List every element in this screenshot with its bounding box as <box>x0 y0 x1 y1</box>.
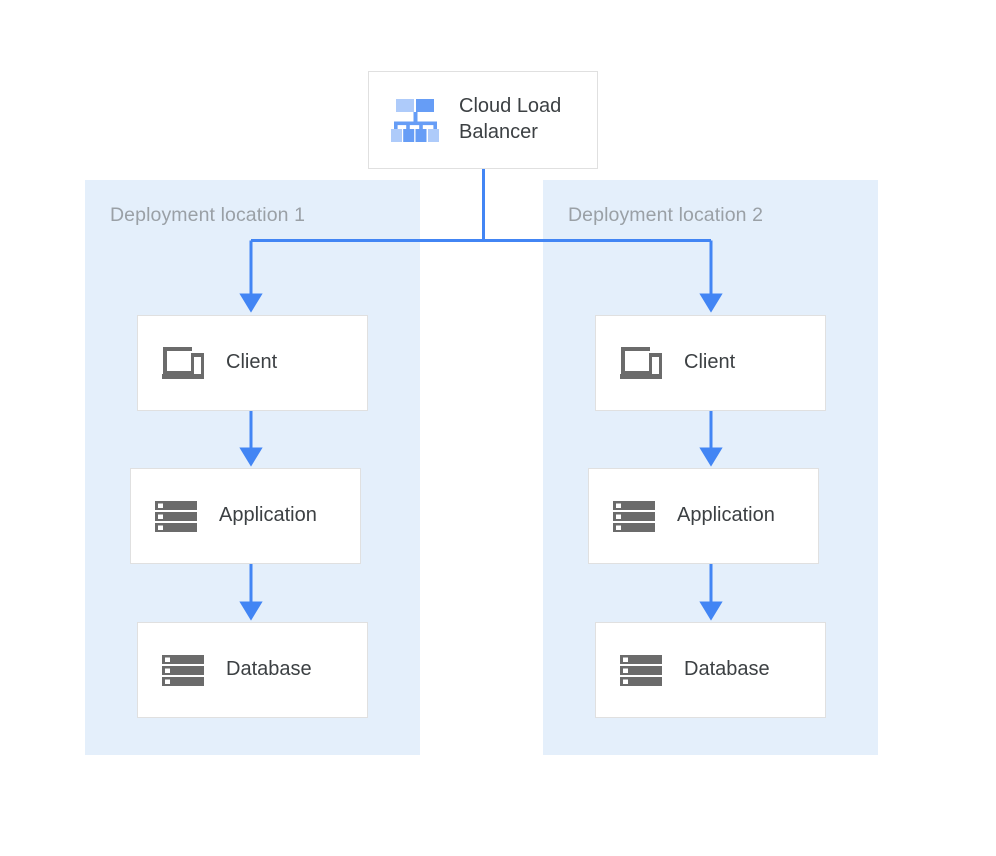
devices-icon <box>618 340 664 386</box>
devices-icon <box>160 340 206 386</box>
server-icon <box>160 647 206 693</box>
client-label: Client <box>226 351 278 374</box>
deployment-location-1-label: Deployment location 1 <box>110 204 306 226</box>
server-icon <box>153 493 199 539</box>
deployment-location-2-label: Deployment location 2 <box>568 204 764 226</box>
database-label: Database <box>226 658 312 681</box>
application-node-location-1[interactable]: Application <box>130 468 361 564</box>
server-icon <box>618 647 664 693</box>
server-icon <box>611 493 657 539</box>
application-label: Application <box>219 504 317 527</box>
cloud-load-balancer-node[interactable]: Cloud Load Balancer <box>368 71 598 169</box>
database-label: Database <box>684 658 770 681</box>
application-node-location-2[interactable]: Application <box>588 468 819 564</box>
application-label: Application <box>677 504 775 527</box>
load-balancer-icon <box>389 93 443 147</box>
database-node-location-2[interactable]: Database <box>595 622 826 718</box>
database-node-location-1[interactable]: Database <box>137 622 368 718</box>
client-node-location-1[interactable]: Client <box>137 315 368 411</box>
client-label: Client <box>684 351 736 374</box>
client-node-location-2[interactable]: Client <box>595 315 826 411</box>
cloud-load-balancer-label: Cloud Load Balancer <box>459 95 562 143</box>
